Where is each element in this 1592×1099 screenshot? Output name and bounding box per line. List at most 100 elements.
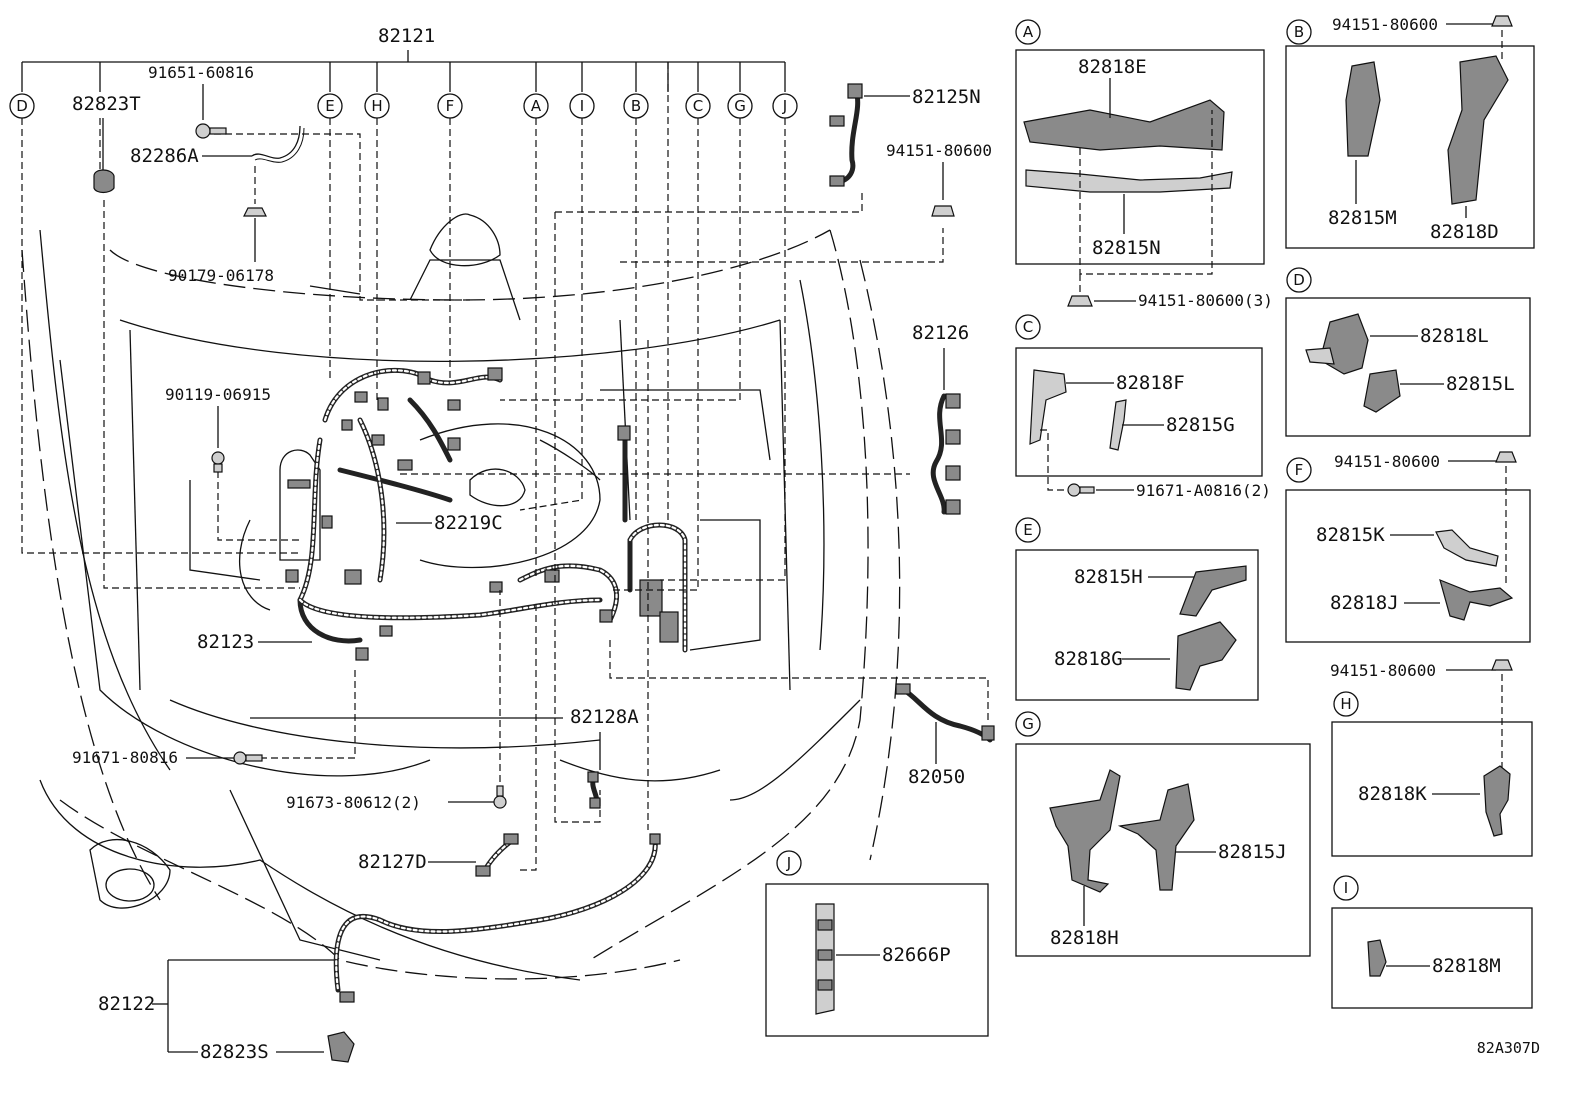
svg-text:91671-A0816(2): 91671-A0816(2) — [1136, 481, 1271, 500]
svg-text:J: J — [782, 97, 787, 115]
part-82286A: 82286A — [130, 125, 305, 262]
svg-text:82122: 82122 — [98, 993, 155, 1015]
callout-bracket-82121: 82121 — [21, 25, 786, 92]
callout-A[interactable]: A — [523, 93, 549, 119]
svg-text:94151-80600(3): 94151-80600(3) — [1138, 291, 1273, 310]
part-94151-80600-main: 94151-80600 — [886, 141, 992, 217]
svg-text:82818F: 82818F — [1116, 372, 1185, 394]
svg-text:94151-80600: 94151-80600 — [1332, 15, 1438, 34]
drawing-reference-code: 82A307D — [1477, 1039, 1540, 1057]
svg-text:82128A: 82128A — [570, 706, 639, 728]
callout-E[interactable]: E — [317, 93, 343, 119]
svg-text:B: B — [631, 97, 641, 115]
inset-H: 94151-80600 H 82818K — [1330, 659, 1533, 857]
svg-text:82818J: 82818J — [1330, 592, 1399, 614]
svg-text:82823T: 82823T — [72, 93, 141, 115]
svg-text:I: I — [580, 97, 584, 115]
svg-text:82815M: 82815M — [1328, 207, 1397, 229]
part-82823S: 82823S — [168, 1031, 355, 1063]
part-82125N: 82125N — [829, 83, 981, 187]
engine-bay-outline — [21, 213, 901, 981]
svg-text:82815K: 82815K — [1316, 524, 1385, 546]
part-90179-06178: 90179-06178 — [168, 266, 361, 295]
svg-text:82286A: 82286A — [130, 145, 199, 167]
callout-I[interactable]: I — [569, 93, 595, 119]
svg-text:C: C — [1023, 318, 1033, 336]
inset-A: A 82818E 82815N 94151-80600(3) — [1015, 19, 1273, 310]
part-82219C: 82219C — [396, 512, 503, 534]
svg-text:82815J: 82815J — [1218, 841, 1287, 863]
part-82050: 82050 — [895, 683, 995, 788]
svg-text:82818H: 82818H — [1050, 927, 1119, 949]
callout-G[interactable]: G — [727, 93, 753, 119]
inset-J: J 82666P — [765, 850, 989, 1037]
part-91671-80816: 91671-80816 — [72, 748, 263, 767]
svg-text:90179-06178: 90179-06178 — [168, 266, 274, 285]
svg-text:H: H — [1340, 695, 1351, 713]
inset-G: G 82815J 82818H — [1015, 711, 1311, 957]
svg-text:82818G: 82818G — [1054, 648, 1123, 670]
main-wire-harness — [285, 367, 688, 661]
inset-F: F 94151-80600 82815K 82818J — [1285, 451, 1531, 643]
part-82128A: 82128A — [250, 706, 639, 809]
callout-B[interactable]: B — [623, 93, 649, 119]
main-callout-circles: D E H F A I B C — [9, 93, 798, 119]
svg-text:82815H: 82815H — [1074, 566, 1143, 588]
svg-text:A: A — [1023, 23, 1034, 41]
svg-text:94151-80600: 94151-80600 — [1330, 661, 1436, 680]
svg-text:91651-60816: 91651-60816 — [148, 63, 254, 82]
svg-text:E: E — [325, 97, 334, 115]
part-82126: 82126 — [912, 322, 969, 515]
callout-H[interactable]: H — [364, 93, 390, 119]
svg-text:91673-80612(2): 91673-80612(2) — [286, 793, 421, 812]
part-90119-06915: 90119-06915 — [165, 385, 271, 473]
inset-I: I 82818M — [1331, 875, 1533, 1009]
svg-text:82818M: 82818M — [1432, 955, 1501, 977]
inset-E: E 82815H 82818G — [1015, 517, 1259, 701]
svg-text:B: B — [1294, 23, 1304, 41]
svg-text:F: F — [446, 97, 455, 115]
callout-leaders — [21, 62, 989, 871]
svg-text:I: I — [1344, 879, 1348, 897]
svg-text:D: D — [1293, 271, 1305, 289]
svg-text:G: G — [1022, 715, 1034, 733]
callout-C[interactable]: C — [685, 93, 711, 119]
svg-text:82823S: 82823S — [200, 1041, 269, 1063]
part-82127D: 82127D — [358, 833, 519, 877]
svg-text:82815G: 82815G — [1166, 414, 1235, 436]
svg-text:82219C: 82219C — [434, 512, 503, 534]
label-82121: 82121 — [378, 25, 435, 47]
svg-text:82125N: 82125N — [912, 86, 981, 108]
svg-text:94151-80600: 94151-80600 — [1334, 452, 1440, 471]
inset-D: D 82818L 82815L — [1285, 267, 1531, 437]
svg-text:90119-06915: 90119-06915 — [165, 385, 271, 404]
svg-text:F: F — [1295, 461, 1304, 479]
svg-text:82126: 82126 — [912, 322, 969, 344]
svg-text:82123: 82123 — [197, 631, 254, 653]
inset-B: B 94151-80600 82815M 82818D — [1285, 15, 1535, 249]
inset-C: C 82818F 82815G 91671-A0816(2) — [1015, 314, 1271, 500]
svg-text:91671-80816: 91671-80816 — [72, 748, 178, 767]
svg-text:82818E: 82818E — [1078, 56, 1147, 78]
svg-text:82815N: 82815N — [1092, 237, 1161, 259]
svg-text:82127D: 82127D — [358, 851, 427, 873]
callout-F[interactable]: F — [437, 93, 463, 119]
part-82823T: 82823T — [72, 93, 141, 194]
svg-text:82050: 82050 — [908, 766, 965, 788]
svg-text:82818L: 82818L — [1420, 325, 1489, 347]
part-82123: 82123 — [197, 631, 312, 653]
svg-text:D: D — [16, 97, 28, 115]
svg-text:G: G — [734, 97, 746, 115]
svg-text:A: A — [531, 97, 542, 115]
svg-text:82818K: 82818K — [1358, 783, 1427, 805]
svg-text:94151-80600: 94151-80600 — [886, 141, 992, 160]
svg-text:82666P: 82666P — [882, 944, 951, 966]
callout-D[interactable]: D — [9, 93, 35, 119]
svg-text:J: J — [786, 854, 791, 872]
svg-text:C: C — [693, 97, 703, 115]
callout-J[interactable]: J — [772, 93, 798, 119]
part-91651-60816: 91651-60816 — [148, 63, 254, 139]
svg-text:H: H — [371, 97, 382, 115]
